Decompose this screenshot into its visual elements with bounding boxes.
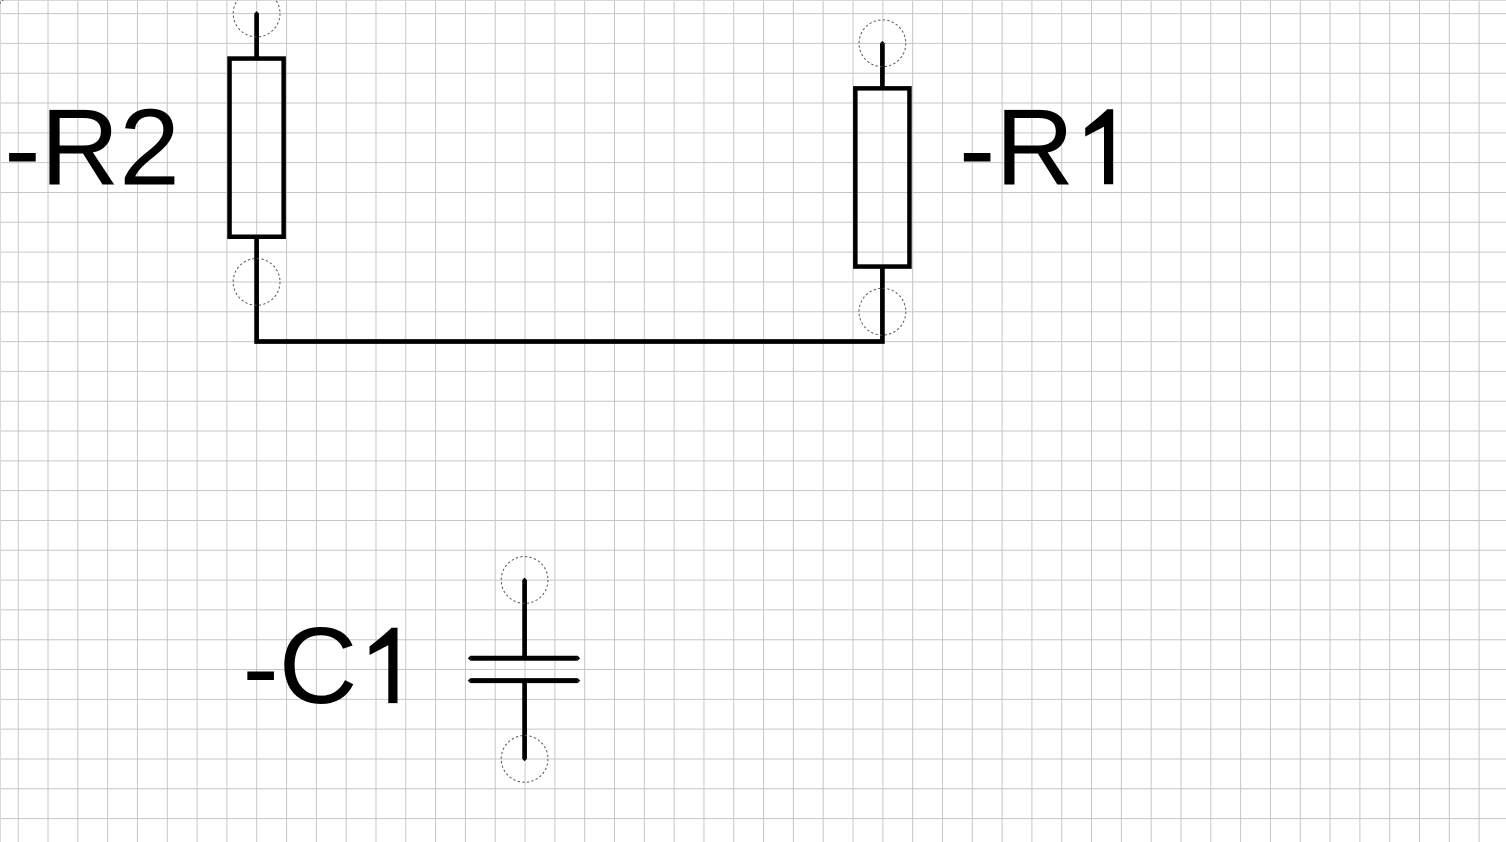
svg-text:C: C: [279, 605, 358, 727]
svg-text:-: -: [959, 88, 995, 210]
svg-text:R2: R2: [41, 86, 180, 208]
svg-text:-: -: [242, 606, 278, 728]
svg-text:-: -: [4, 88, 40, 210]
svg-text:R: R: [995, 86, 1074, 208]
